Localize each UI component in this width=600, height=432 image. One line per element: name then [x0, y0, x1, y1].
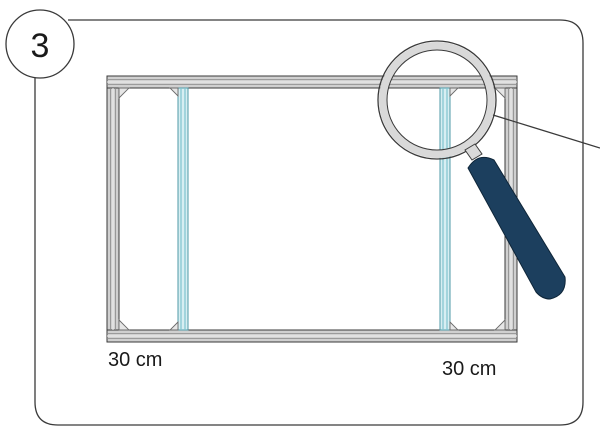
top-rail	[106, 75, 518, 89]
frame-assembly	[106, 75, 518, 343]
left-stud	[177, 87, 189, 331]
panel-border	[34, 19, 584, 426]
bracket-bottom-left	[118, 318, 131, 331]
bottom-rail	[106, 329, 518, 343]
callout-line	[492, 114, 600, 149]
step-circle	[5, 9, 75, 79]
bracket-right-stud-top	[449, 87, 460, 98]
bracket-top-right	[493, 87, 506, 100]
left-dimension-label: 30 cm	[108, 349, 162, 371]
step-badge: 3	[5, 9, 75, 79]
bracket-top-left	[118, 87, 131, 100]
bracket-right-stud-bottom	[449, 320, 460, 331]
bracket-left-stud-top	[168, 87, 179, 98]
step-number: 3	[31, 27, 50, 65]
bracket-left-stud-bottom	[168, 320, 179, 331]
magnifier-ring	[379, 42, 495, 158]
right-dimension-label: 30 cm	[442, 358, 496, 380]
bracket-bottom-right	[493, 318, 506, 331]
magnifier-handle	[467, 156, 566, 300]
corner-brackets	[118, 87, 506, 331]
magnifying-glass-icon	[377, 40, 600, 300]
magnifier-lens	[377, 40, 497, 160]
right-stud	[439, 87, 451, 331]
left-post	[106, 87, 120, 331]
magnifier-neck	[464, 143, 483, 161]
